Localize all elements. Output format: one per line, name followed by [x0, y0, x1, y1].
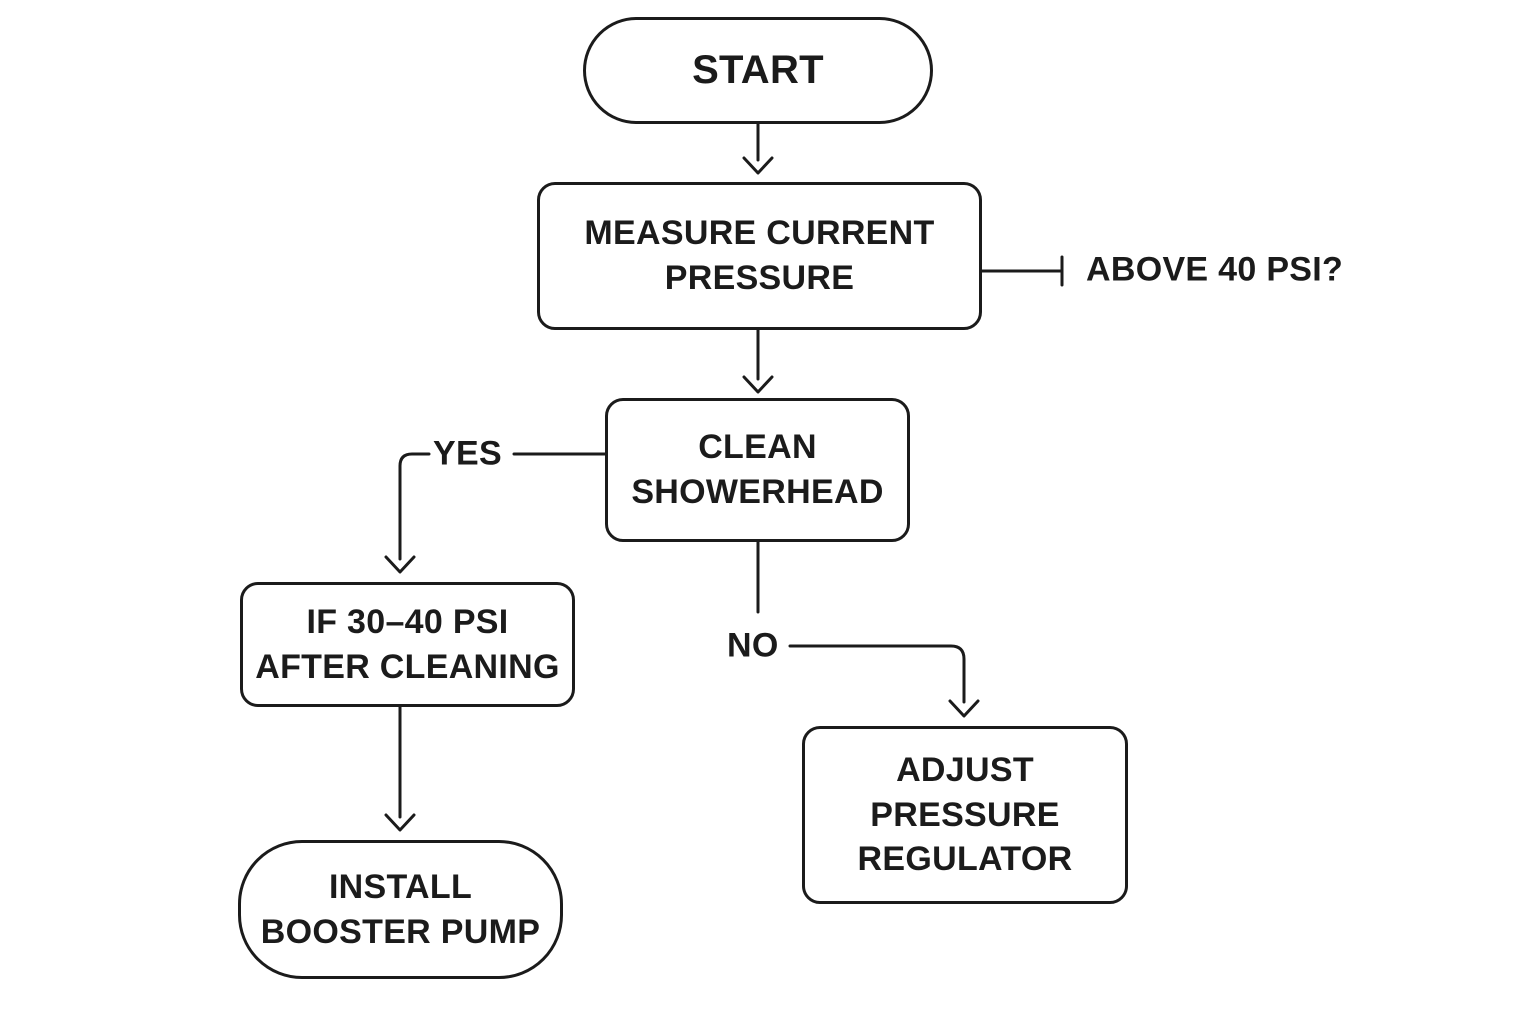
node-measure-current-pressure: MEASURE CURRENT PRESSURE [537, 182, 982, 330]
edge-if-to-install [384, 705, 416, 832]
node-start: START [583, 17, 933, 124]
edge-label-no: NO [727, 626, 779, 665]
edge-measure-to-clean [742, 328, 774, 394]
edge-start-to-measure [742, 121, 774, 175]
edge-no-to-adjust [788, 644, 980, 718]
edge-label-above-40-psi: ABOVE 40 PSI? [1086, 250, 1344, 289]
node-install-booster-pump: INSTALL BOOSTER PUMP [238, 840, 563, 979]
node-adjust-pressure-regulator: ADJUST PRESSURE REGULATOR [802, 726, 1128, 904]
edge-label-yes: YES [433, 434, 502, 473]
edge-yes-to-if [384, 452, 431, 574]
node-clean-showerhead: CLEAN SHOWERHEAD [605, 398, 910, 542]
node-if-30-40-psi-after-cleaning: IF 30–40 PSI AFTER CLEANING [240, 582, 575, 707]
edge-measure-to-above-label [980, 255, 1064, 287]
